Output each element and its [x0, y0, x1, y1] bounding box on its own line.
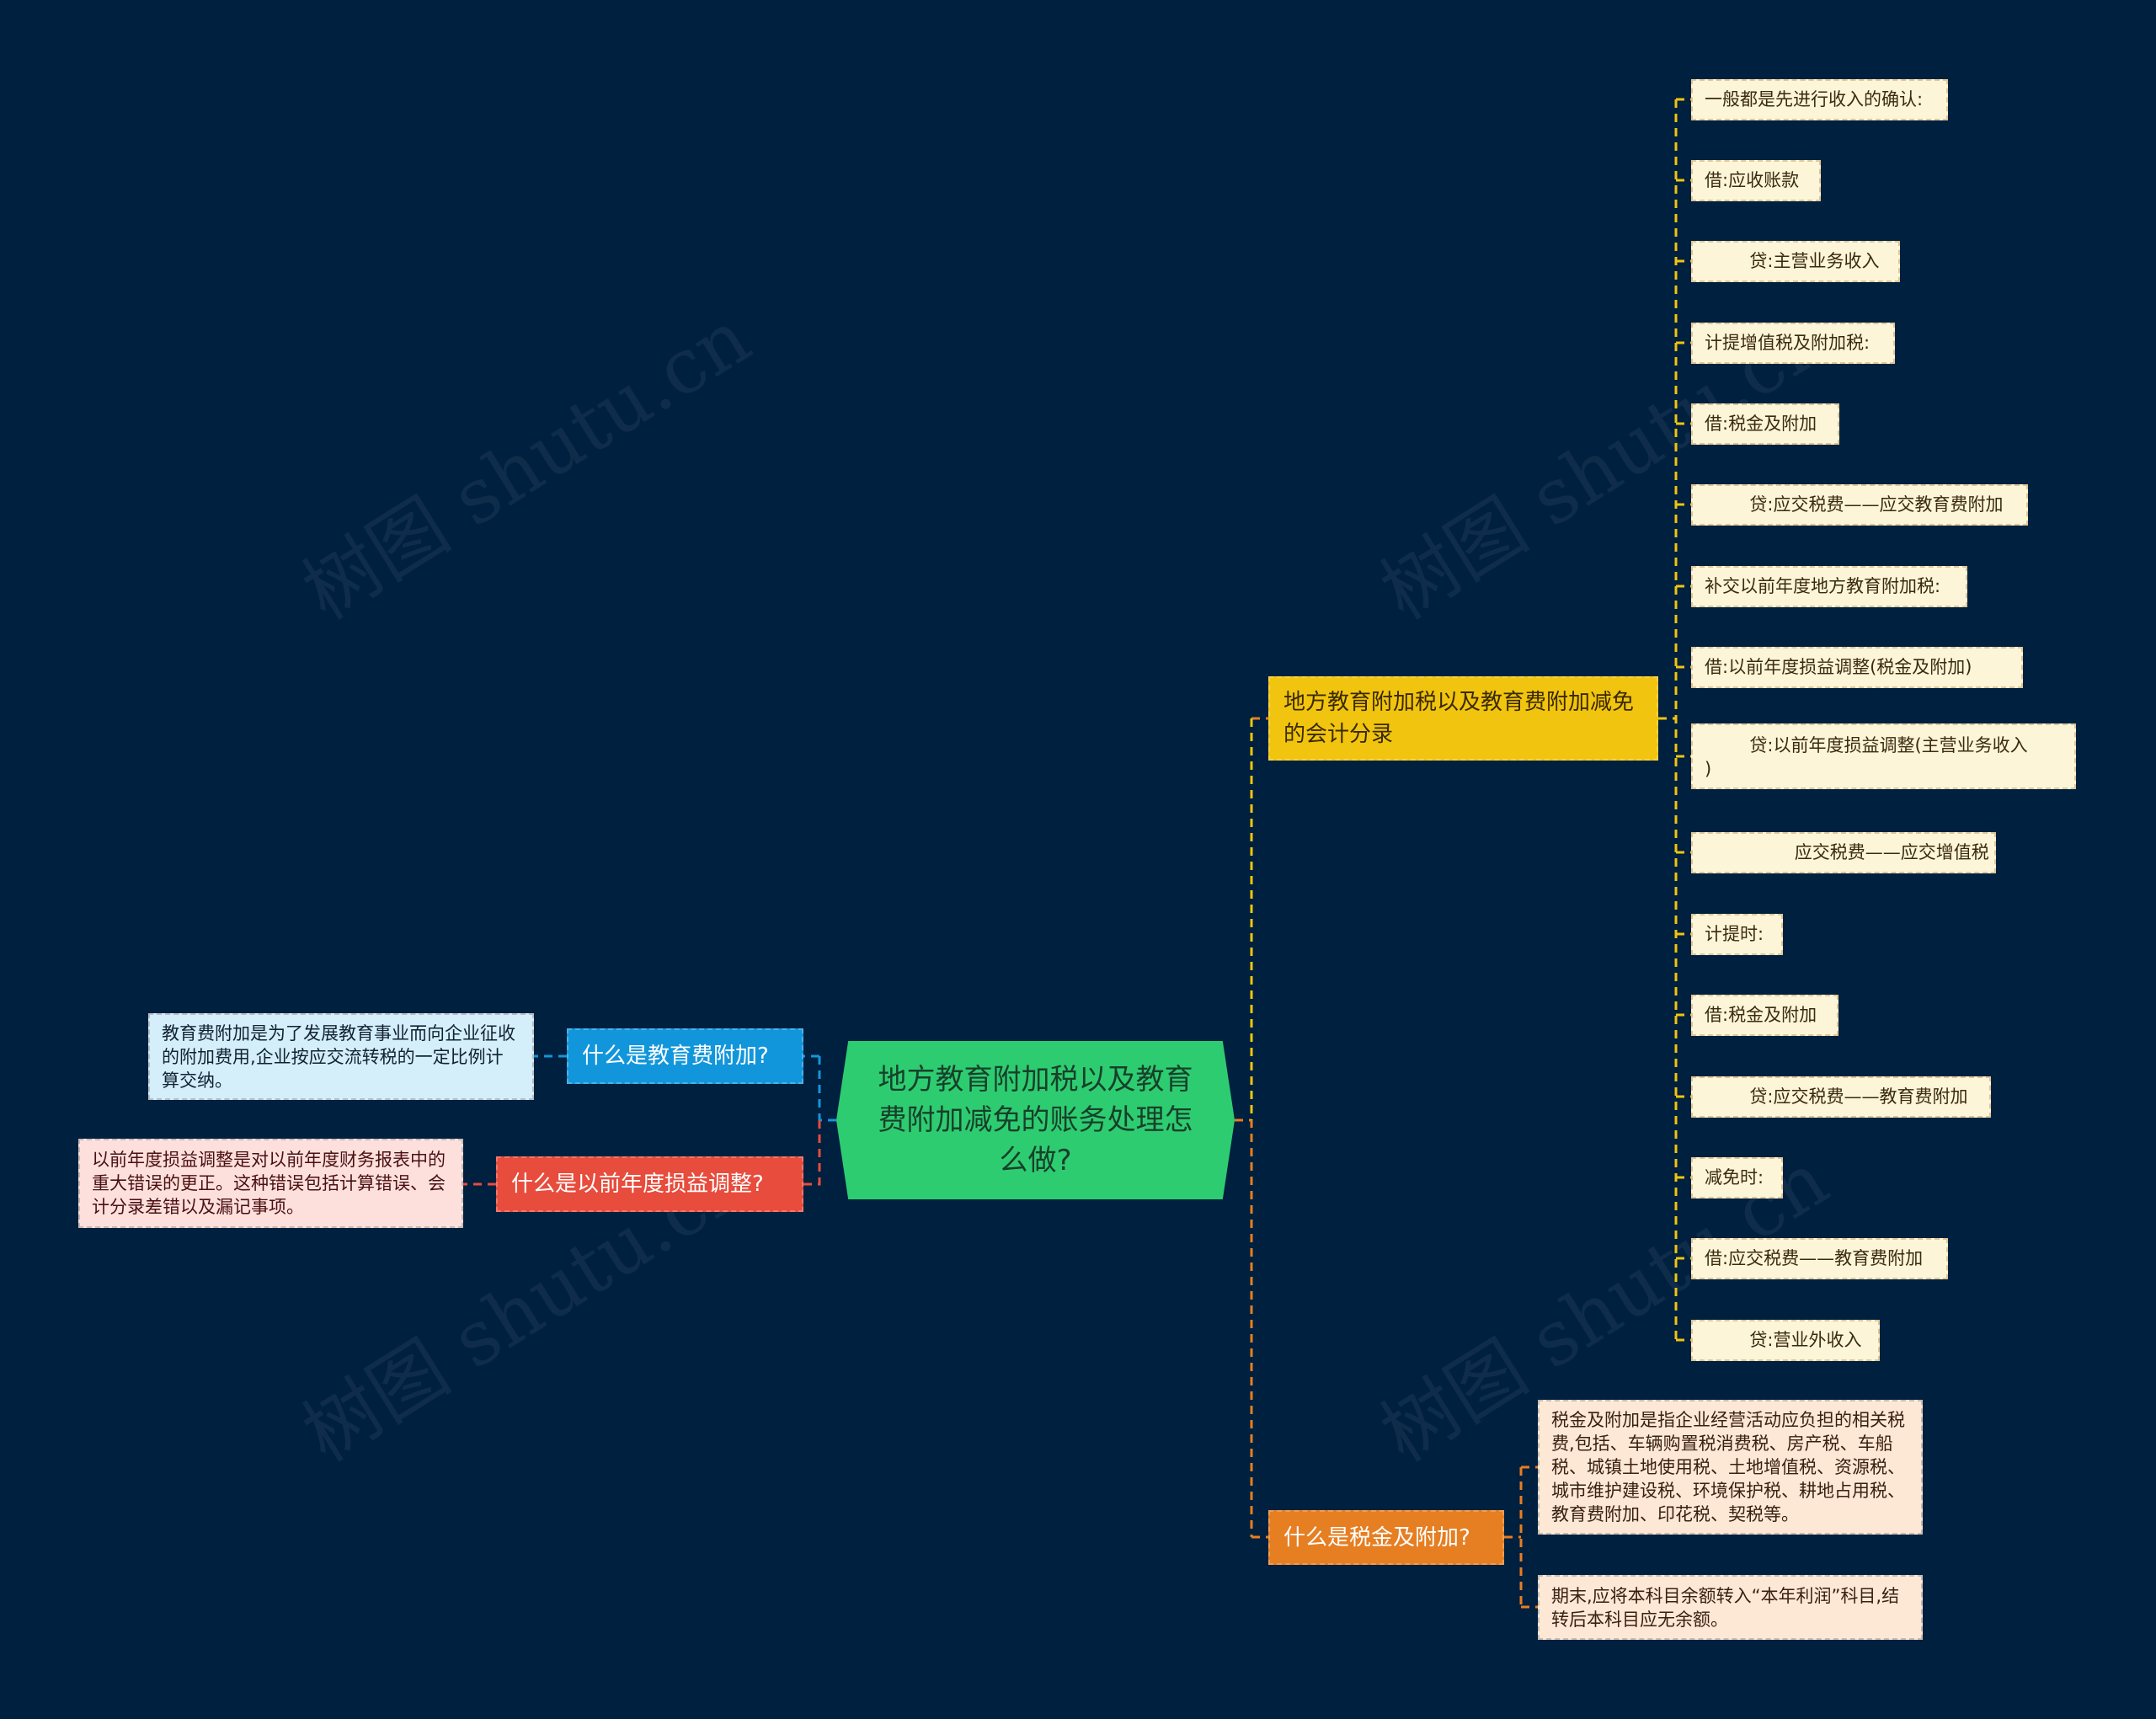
- leaf-text: 应交税费——应交增值税: [1705, 842, 1989, 862]
- description-text: 以前年度损益调整是对以前年度财务报表中的重大错误的更正。这种错误包括计算错误、会…: [92, 1150, 446, 1217]
- leaf-text: 贷:应交税费——教育费附加: [1705, 1086, 1968, 1107]
- connector-prior-year: [803, 1120, 821, 1186]
- accounting-leaf[interactable]: 贷:应交税费——教育费附加: [1691, 1076, 1991, 1118]
- branch-tax-surcharge[interactable]: 什么是税金及附加?: [1268, 1510, 1504, 1565]
- leaf-text: 贷:主营业务收入: [1705, 251, 1880, 271]
- branch-education-fee[interactable]: 什么是教育费附加?: [567, 1028, 803, 1084]
- accounting-leaf[interactable]: 借:税金及附加: [1691, 403, 1839, 445]
- accounting-leaf[interactable]: 贷:以前年度损益调整(主营业务收入 ): [1691, 723, 2076, 789]
- branch-label: 地方教育附加税以及教育费附加减免的会计分录: [1283, 690, 1635, 747]
- accounting-leaf[interactable]: 减免时:: [1691, 1156, 1783, 1198]
- leaf-text: 借:应收账款: [1705, 170, 1800, 190]
- branch-prior-year-adjustment[interactable]: 什么是以前年度损益调整?: [496, 1156, 803, 1212]
- leaf-text: 借:税金及附加: [1705, 414, 1817, 434]
- accounting-leaf[interactable]: 借:应交税费——教育费附加: [1691, 1237, 1948, 1279]
- leaf-text: 期末,应将本科目余额转入“本年利润”科目,结转后本科目应无余额。: [1551, 1585, 1900, 1630]
- accounting-leaf[interactable]: 借:以前年度损益调整(税金及附加): [1691, 646, 2023, 688]
- leaf-text: 贷:营业外收入: [1705, 1330, 1862, 1350]
- leaf-text: 计提增值税及附加税:: [1705, 333, 1870, 353]
- tax-surcharge-leaf[interactable]: 税金及附加是指企业经营活动应负担的相关税费,包括、车辆购置税消费税、房产税、车船…: [1538, 1400, 1923, 1535]
- accounting-leaf[interactable]: 贷:主营业务收入: [1691, 240, 1900, 282]
- central-topic-label: 地方教育附加税以及教育费附加减免的账务处理怎么做?: [878, 1063, 1193, 1177]
- leaf-text: 借:税金及附加: [1705, 1005, 1817, 1025]
- accounting-leaf[interactable]: 应交税费——应交增值税: [1691, 831, 1996, 873]
- connector-accounting-leaves: [1658, 99, 1678, 1340]
- leaf-text: 贷:应交税费——应交教育费附加: [1705, 494, 2004, 515]
- connector-tax-leaves: [1504, 1465, 1538, 1609]
- branch-label: 什么是税金及附加?: [1283, 1524, 1470, 1551]
- accounting-leaf[interactable]: 借:应收账款: [1691, 159, 1821, 201]
- leaf-text: 一般都是先进行收入的确认:: [1705, 89, 1924, 109]
- branch-accounting-entries[interactable]: 地方教育附加税以及教育费附加减免的会计分录: [1268, 676, 1658, 761]
- central-topic[interactable]: 地方教育附加税以及教育费附加减免的账务处理怎么做?: [836, 1041, 1235, 1199]
- leaf-text: 补交以前年度地方教育附加税:: [1705, 576, 1941, 596]
- accounting-leaf[interactable]: 借:税金及附加: [1691, 994, 1838, 1036]
- education-fee-description[interactable]: 教育费附加是为了发展教育事业而向企业征收的附加费用,企业按应交流转税的一定比例计…: [148, 1013, 534, 1100]
- description-text: 教育费附加是为了发展教育事业而向企业征收的附加费用,企业按应交流转税的一定比例计…: [162, 1022, 515, 1091]
- leaf-text: 税金及附加是指企业经营活动应负担的相关税费,包括、车辆购置税消费税、房产税、车船…: [1551, 1410, 1905, 1524]
- tax-surcharge-leaf[interactable]: 期末,应将本科目余额转入“本年利润”科目,结转后本科目应无余额。: [1538, 1575, 1923, 1640]
- accounting-leaf[interactable]: 补交以前年度地方教育附加税:: [1691, 565, 1967, 607]
- connector-center-right: [1235, 717, 1268, 1539]
- leaf-text: 减免时:: [1705, 1167, 1764, 1188]
- leaf-text: 计提时:: [1705, 924, 1764, 944]
- leaf-text: 贷:以前年度损益调整(主营业务收入 ): [1705, 735, 2028, 779]
- accounting-leaf[interactable]: 贷:应交税费——应交教育费附加: [1691, 483, 2028, 526]
- connector-education: [803, 1054, 836, 1122]
- accounting-leaf[interactable]: 一般都是先进行收入的确认:: [1691, 78, 1948, 120]
- leaf-text: 借:以前年度损益调整(税金及附加): [1705, 657, 1972, 677]
- branch-label: 什么是教育费附加?: [582, 1044, 769, 1069]
- accounting-leaf[interactable]: 计提增值税及附加税:: [1691, 322, 1895, 364]
- prior-year-description[interactable]: 以前年度损益调整是对以前年度财务报表中的重大错误的更正。这种错误包括计算错误、会…: [78, 1139, 463, 1228]
- accounting-leaf[interactable]: 计提时:: [1691, 913, 1783, 955]
- leaf-text: 借:应交税费——教育费附加: [1705, 1248, 1924, 1268]
- accounting-leaf[interactable]: 贷:营业外收入: [1691, 1319, 1880, 1361]
- branch-label: 什么是以前年度损益调整?: [511, 1172, 764, 1197]
